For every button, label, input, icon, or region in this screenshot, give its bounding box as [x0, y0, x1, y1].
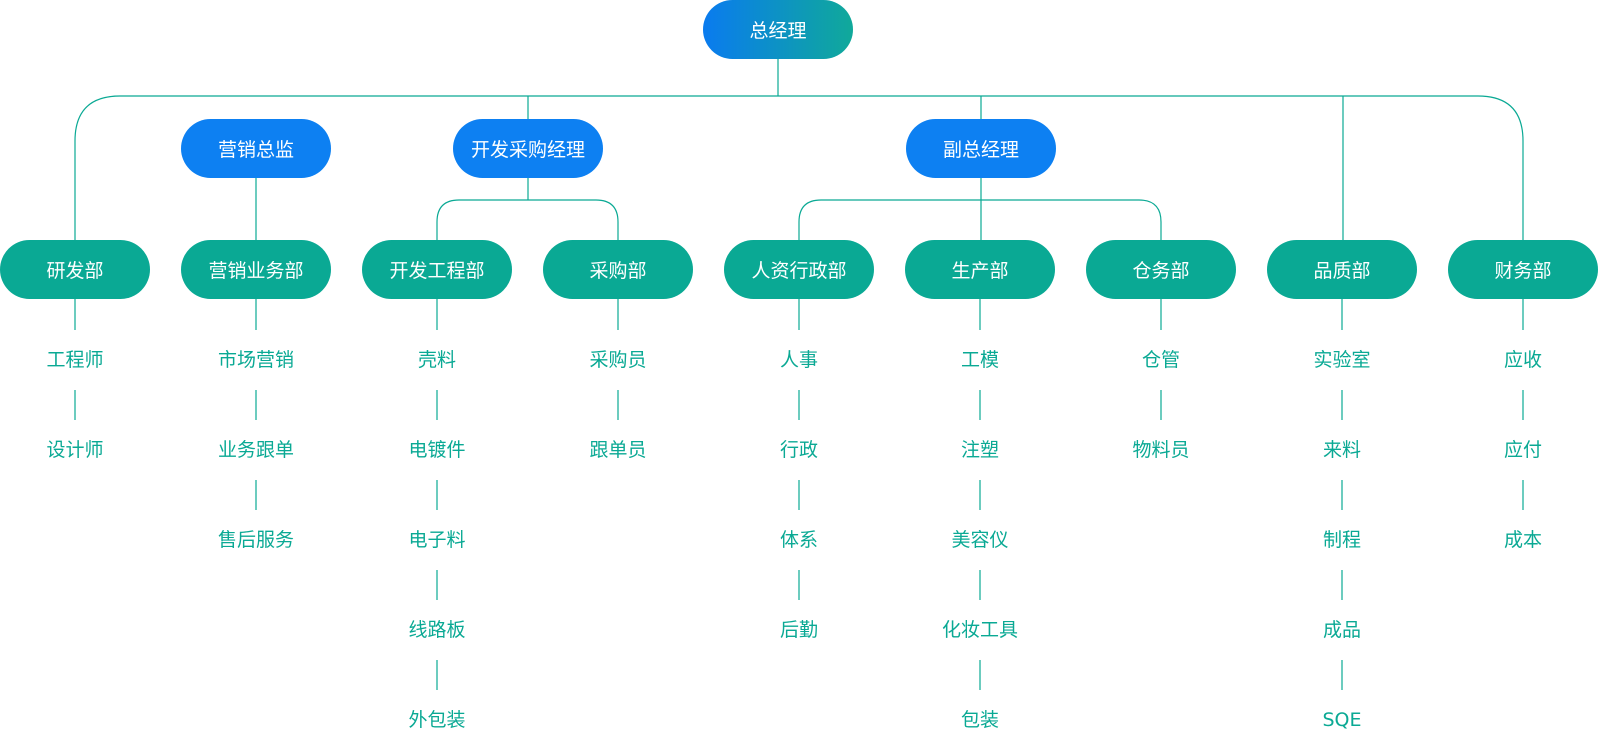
sub-item-quality-4: SQE	[1322, 709, 1362, 731]
sub-item-purchase-1: 跟单员	[589, 439, 647, 461]
sub-item-quality-2: 制程	[1322, 529, 1361, 551]
sub-item-production-3: 化妆工具	[941, 619, 1018, 641]
node-dev-purchase-manager: 开发采购经理	[453, 119, 603, 178]
node-dept-purchase: 采购部	[543, 240, 693, 299]
sub-item-sales-1: 业务跟单	[217, 439, 294, 461]
sub-item-rd-0: 工程师	[46, 349, 104, 371]
node-general-manager: 总经理	[703, 0, 853, 59]
sub-item-dev_eng-0: 壳料	[417, 349, 456, 371]
node-marketing-director: 营销总监	[181, 119, 331, 178]
dev-purchase-manager-label: 开发采购经理	[470, 139, 585, 161]
sub-item-dev_eng-3: 线路板	[408, 619, 466, 641]
sub-item-quality-3: 成品	[1322, 619, 1361, 641]
dept-label: 研发部	[46, 260, 104, 282]
node-dept-hr: 人资行政部	[724, 240, 874, 299]
sub-item-hr-0: 人事	[779, 349, 818, 371]
marketing-director-label: 营销总监	[217, 139, 294, 161]
dept-label: 仓务部	[1132, 260, 1190, 282]
dept-label: 品质部	[1313, 260, 1371, 282]
top-bus-line	[74, 95, 1524, 240]
sub-item-finance-2: 成本	[1503, 529, 1542, 551]
sub-item-quality-0: 实验室	[1313, 349, 1371, 371]
general-manager-label: 总经理	[749, 20, 807, 42]
node-dept-production: 生产部	[905, 240, 1055, 299]
node-dept-rd: 研发部	[0, 240, 150, 299]
node-dept-dev_eng: 开发工程部	[362, 240, 512, 299]
node-dept-finance: 财务部	[1448, 240, 1598, 299]
dept-label: 营销业务部	[208, 260, 304, 282]
dept-label: 采购部	[589, 260, 647, 282]
sub-item-production-1: 注塑	[960, 439, 999, 461]
node-dept-quality: 品质部	[1267, 240, 1417, 299]
node-dept-warehouse: 仓务部	[1086, 240, 1236, 299]
deputy-general-manager-label: 副总经理	[942, 139, 1019, 161]
sub-item-sales-0: 市场营销	[217, 349, 294, 371]
sub-item-hr-3: 后勤	[779, 619, 818, 641]
sub-item-warehouse-0: 仓管	[1141, 349, 1180, 371]
sub-item-dev_eng-1: 电镀件	[408, 439, 466, 461]
sub-item-purchase-0: 采购员	[589, 349, 647, 371]
sub-item-sales-2: 售后服务	[217, 529, 294, 551]
node-deputy-general-manager: 副总经理	[906, 119, 1056, 178]
sub-item-quality-1: 来料	[1322, 439, 1361, 461]
sub-item-warehouse-1: 物料员	[1132, 439, 1190, 461]
dept-label: 生产部	[951, 260, 1009, 282]
sub-item-production-4: 包装	[960, 709, 999, 731]
dept-label: 开发工程部	[389, 260, 485, 282]
dev-purchase-bracket-line	[436, 199, 619, 240]
sub-item-rd-1: 设计师	[46, 439, 104, 461]
dept-label: 人资行政部	[751, 260, 847, 282]
sub-item-hr-2: 体系	[779, 529, 818, 551]
sub-item-dev_eng-4: 外包装	[408, 709, 466, 731]
sub-item-finance-1: 应付	[1503, 439, 1542, 461]
sub-item-production-0: 工模	[960, 349, 999, 371]
sub-item-dev_eng-2: 电子料	[408, 529, 466, 551]
sub-item-finance-0: 应收	[1503, 349, 1542, 371]
sub-item-production-2: 美容仪	[951, 529, 1009, 551]
node-dept-sales: 营销业务部	[181, 240, 331, 299]
dept-label: 财务部	[1494, 260, 1552, 282]
deputy-bracket-line	[798, 199, 1162, 240]
sub-item-hr-1: 行政	[779, 439, 818, 461]
